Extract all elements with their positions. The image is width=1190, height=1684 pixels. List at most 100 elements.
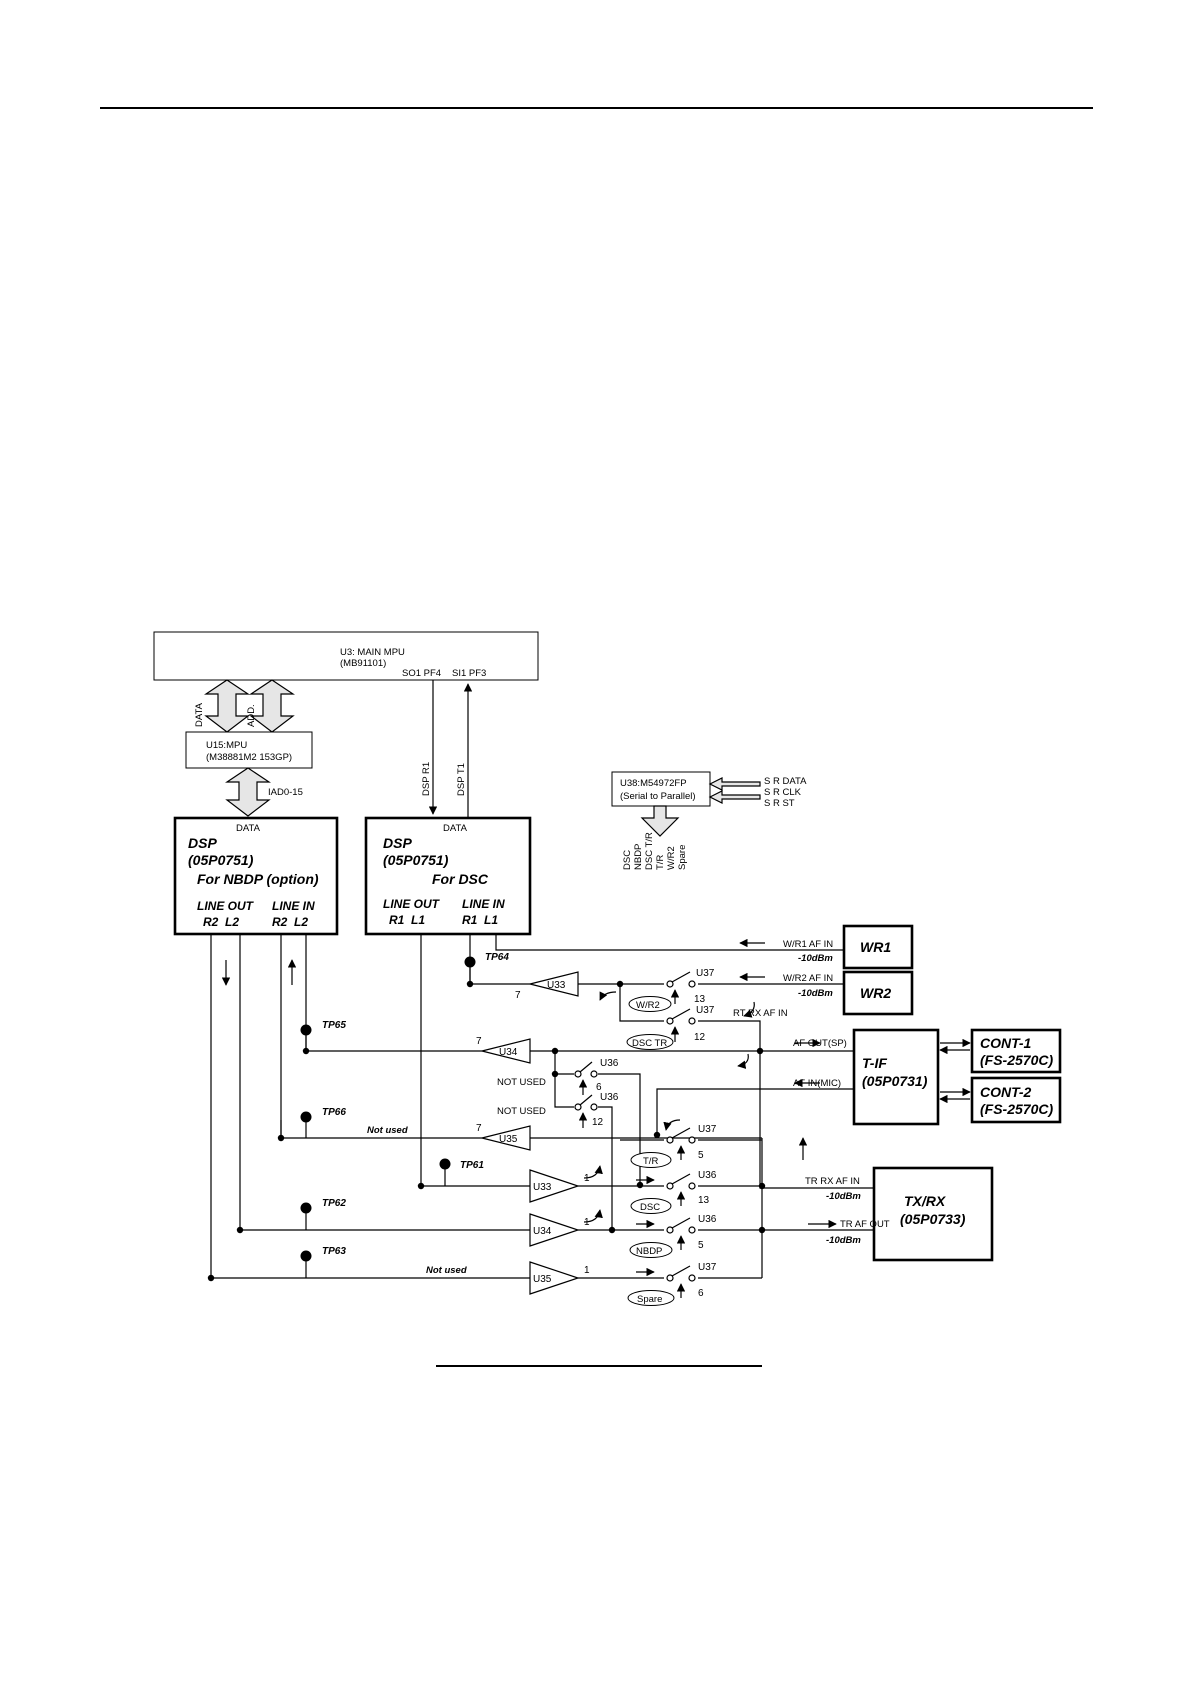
- tp61-label: TP61: [460, 1160, 484, 1171]
- dsp-dsc-title: DSP: [383, 835, 412, 851]
- dsp-dsc-part: (05P0751): [383, 852, 449, 868]
- sw-u37-dsctr-label: U37: [696, 1005, 715, 1016]
- sr-input-arrow-2: [708, 790, 761, 804]
- tp63-label: TP63: [322, 1246, 346, 1257]
- ctrl-nbdp: NBDP: [636, 1246, 662, 1257]
- dsp-nbdp-block: DATA DSP (05P0751) For NBDP (option) LIN…: [173, 816, 339, 936]
- wr2-label: WR2: [860, 985, 891, 1001]
- tp66-label: TP66: [322, 1107, 346, 1118]
- iad-bus-label: IAD0-15: [268, 787, 303, 798]
- sw-u36-a-label: U36: [600, 1058, 619, 1069]
- af-out-label: AF OUT(SP): [793, 1038, 847, 1049]
- wr2-block: WR2: [842, 970, 914, 1016]
- amp-u34-top-label: U34: [499, 1047, 518, 1058]
- dsp-nbdp-title: DSP: [188, 835, 217, 851]
- sub-mpu-part: (M38881M2 153GP): [206, 752, 292, 763]
- dsp-dsc-data-label: DATA: [443, 823, 468, 834]
- dsp-nbdp-data-label: DATA: [236, 823, 261, 834]
- sr-output-arrow: [640, 805, 680, 837]
- sr-clk-label: S R CLK: [764, 787, 802, 798]
- sr-out-spare: Spare: [677, 845, 688, 870]
- sw-u36-nbdp-label: U36: [698, 1214, 717, 1225]
- data-bus-arrow: [204, 679, 250, 733]
- dsp-dsc-line-in: LINE IN: [462, 897, 505, 911]
- tif-part: (05P0731): [862, 1073, 928, 1089]
- not-used-label-d: Not used: [426, 1265, 467, 1276]
- dsp-dsc-out-pins: R1 L1: [389, 913, 425, 927]
- dsp-t1-label: DSP T1: [456, 763, 467, 796]
- tp64-label: TP64: [485, 952, 509, 963]
- control-signals: W/R2 DSC TR T/R DSC NBDP Spare: [626, 996, 675, 1306]
- amp-u35-top-pin: 7: [476, 1123, 482, 1134]
- amp-u35-top-label: U35: [499, 1134, 518, 1145]
- dsp-dsc-line-out: LINE OUT: [383, 897, 441, 911]
- address-bus-label: ADD.: [246, 704, 257, 727]
- analog-switches: U37 13 U37 12 U36 6 U36 12 U37 5 U36 13 …: [574, 968, 717, 1299]
- cont1-block: CONT-1 (FS-2570C): [970, 1028, 1062, 1074]
- dsp-nbdp-out-pins: R2 L2: [203, 915, 239, 929]
- ctrl-spare: Spare: [637, 1294, 662, 1305]
- amp-u35-top: [481, 1125, 531, 1151]
- sub-mpu-label: U15:MPU: [206, 740, 247, 751]
- sw-u36-b-pin: 12: [592, 1117, 604, 1128]
- sr-st-label: S R ST: [764, 798, 795, 809]
- wr2-level-label: -10dBm: [798, 988, 833, 999]
- signal-labels: W/R1 AF IN -10dBm W/R2 AF IN -10dBm RT R…: [367, 939, 890, 1276]
- wr1-block: WR1: [842, 924, 914, 970]
- wr2-signal-label: W/R2 AF IN: [783, 973, 833, 984]
- amp-u34-bottom-label: U34: [533, 1226, 552, 1237]
- main-mpu-part: (MB91101): [340, 658, 386, 669]
- amp-u33-bottom-pin: 1: [584, 1173, 590, 1184]
- cont1-label: CONT-1: [980, 1035, 1032, 1051]
- dsp-nbdp-line-out: LINE OUT: [197, 899, 255, 913]
- ctrl-dsc: DSC: [640, 1202, 660, 1213]
- tr-out-level-label: -10dBm: [826, 1235, 861, 1246]
- amp-u35-bottom: [529, 1261, 580, 1295]
- sr-out-wr2: W/R2: [666, 846, 677, 870]
- sr-out-dsc-tr: DSC T/R: [644, 832, 655, 870]
- test-points: TP64 TP65 TP66 TP61 TP62 TP63: [280, 952, 509, 1278]
- amp-u33-top-pin: 7: [515, 990, 521, 1001]
- amp-u33-bottom: [529, 1169, 580, 1203]
- cont1-part: (FS-2570C): [980, 1052, 1053, 1068]
- sr-out-nbdp: NBDP: [633, 844, 644, 870]
- wr1-label: WR1: [860, 939, 891, 955]
- amp-u35-bottom-pin: 1: [584, 1265, 590, 1276]
- ctrl-tr: T/R: [643, 1156, 658, 1167]
- sw-u36-b-label: U36: [600, 1092, 619, 1103]
- main-mpu-label: U3: MAIN MPU: [340, 647, 405, 658]
- address-bus-arrow: [249, 679, 295, 733]
- tif-block: T-IF (05P0731): [852, 1028, 940, 1126]
- sw-u37-tr-pin: 5: [698, 1150, 704, 1161]
- dsp-dsc-purpose: For DSC: [432, 871, 489, 887]
- tif-label: T-IF: [862, 1055, 887, 1071]
- sw-u36-nbdp-pin: 5: [698, 1240, 704, 1251]
- cont2-block: CONT-2 (FS-2570C): [970, 1076, 1062, 1124]
- sub-mpu-block: U15:MPU (M38881M2 153GP): [185, 731, 313, 769]
- tp62-label: TP62: [322, 1198, 346, 1209]
- dsp-nbdp-purpose: For NBDP (option): [197, 871, 319, 887]
- u38-desc: (Serial to Parallel): [620, 791, 696, 802]
- sr-data-label: S R DATA: [764, 776, 807, 787]
- sw-u36-dsc-label: U36: [698, 1170, 717, 1181]
- iad-bus-arrow: [225, 767, 271, 817]
- cont2-part: (FS-2570C): [980, 1101, 1053, 1117]
- sr-out-dsc: DSC: [622, 850, 633, 870]
- amp-u34-bottom-pin: 1: [584, 1217, 590, 1228]
- sr-input-arrow-1: [708, 777, 761, 791]
- dsp-dsc-block: DATA DSP (05P0751) For DSC LINE OUT LINE…: [364, 816, 532, 936]
- amp-u34-top-pin: 7: [476, 1036, 482, 1047]
- not-used-label-c: Not used: [367, 1125, 408, 1136]
- txrx-label: TX/RX: [904, 1193, 947, 1209]
- amp-u33-top-label: U33: [547, 980, 566, 991]
- sw-u37-dsctr-pin: 12: [694, 1032, 706, 1043]
- tp65-label: TP65: [322, 1020, 346, 1031]
- not-used-label-b: NOT USED: [497, 1106, 546, 1117]
- dsp-nbdp-in-pins: R2 L2: [272, 915, 308, 929]
- serial-to-parallel-block: U38:M54972FP (Serial to Parallel): [611, 771, 711, 807]
- dsp-nbdp-part: (05P0751): [188, 852, 254, 868]
- amp-u34-bottom: [529, 1213, 580, 1247]
- dsp-r1-label: DSP R1: [421, 762, 432, 796]
- dsp-nbdp-line-in: LINE IN: [272, 899, 315, 913]
